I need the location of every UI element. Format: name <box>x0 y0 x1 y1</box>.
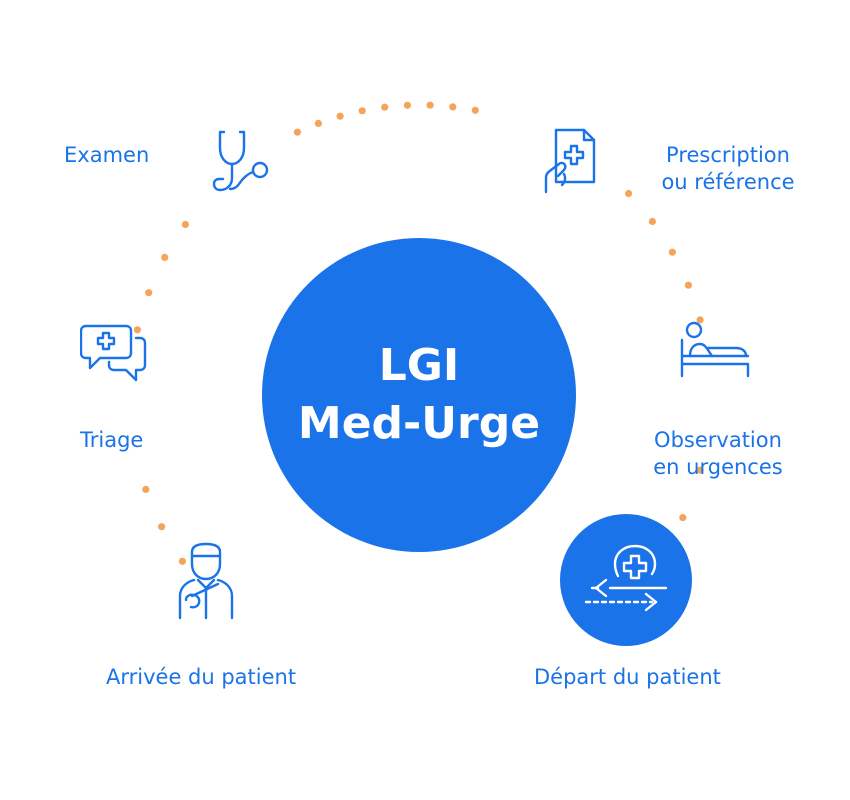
hub-title-line1: LGI <box>378 340 460 391</box>
path-dot <box>181 220 189 229</box>
path-dot <box>471 106 479 114</box>
path-dot <box>648 217 657 226</box>
stethoscope-icon <box>212 130 269 192</box>
medical-document-icon <box>544 128 596 194</box>
path-dot <box>314 119 322 127</box>
label-examen: Examen <box>64 143 150 167</box>
path-dot <box>142 485 150 493</box>
hub-title-line2: Med-Urge <box>297 398 541 449</box>
label-prescription: Prescription ou référence <box>648 142 808 196</box>
depart-highlight-disc <box>560 514 692 646</box>
path-dot <box>158 523 166 531</box>
path-dot <box>696 316 704 324</box>
label-observation: Observation en urgences <box>638 427 798 481</box>
path-dot <box>625 189 633 198</box>
path-dot <box>133 326 141 334</box>
path-dot <box>293 128 301 136</box>
medical-chat-icon <box>80 324 147 382</box>
path-dot <box>696 466 704 474</box>
dotted-cycle-path <box>133 101 704 565</box>
label-prescription-line2: ou référence <box>661 170 795 194</box>
path-dot <box>161 253 169 261</box>
path-dot <box>381 103 389 111</box>
path-dot <box>449 103 457 111</box>
hospital-bed-icon <box>680 321 750 378</box>
label-observation-line1: Observation <box>654 428 782 452</box>
path-dot <box>684 281 693 289</box>
label-depart: Départ du patient <box>534 665 721 689</box>
label-triage: Triage <box>80 428 144 452</box>
injured-patient-icon <box>178 542 234 620</box>
center-hub: LGI Med-Urge <box>262 238 576 552</box>
path-dot <box>426 101 434 109</box>
path-dot <box>679 514 687 522</box>
path-dot <box>145 289 153 297</box>
path-dot <box>403 101 411 109</box>
label-arrivee: Arrivée du patient <box>106 665 297 689</box>
path-dot <box>358 107 366 115</box>
path-dot <box>178 557 186 565</box>
discharge-arrows-icon <box>584 544 668 612</box>
label-observation-line2: en urgences <box>653 455 783 479</box>
path-dot <box>336 112 344 120</box>
label-prescription-line1: Prescription <box>666 143 790 167</box>
path-dot <box>668 248 677 256</box>
